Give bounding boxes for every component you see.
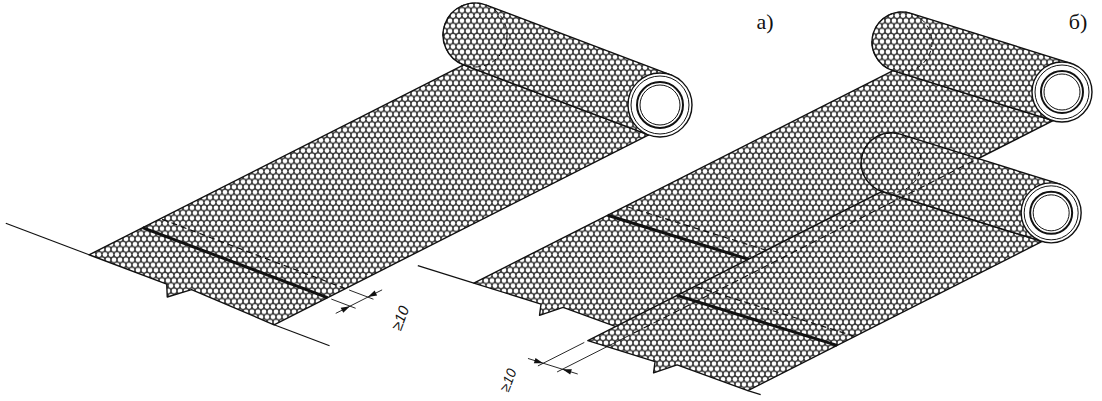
roll-hidden-end: [872, 12, 932, 72]
dimension-arrowhead: [534, 358, 543, 363]
seam-edge-line: [608, 215, 768, 265]
roll-end-ring: [1032, 62, 1092, 122]
roll-end-ring: [1021, 183, 1081, 243]
extension-line: [538, 342, 584, 366]
dimension-arrowhead: [368, 291, 377, 298]
membrane-strip: [588, 191, 1042, 390]
roll-with-strip: [588, 133, 1081, 391]
dimension-value: ≥10: [497, 367, 518, 394]
roll-hidden-end: [861, 133, 921, 193]
base-edge-line: [418, 266, 474, 284]
base-edge-line: [274, 325, 330, 346]
dimension-line: [528, 358, 578, 374]
roll-end-ring: [631, 76, 689, 134]
base-edge-line: [6, 223, 89, 255]
roll-end-ring: [1033, 195, 1069, 231]
panel-letter: а): [756, 11, 773, 33]
roll-end-ring: [1044, 74, 1080, 110]
dimension-arrowhead: [562, 369, 571, 374]
hidden-seam-line: [695, 286, 855, 336]
roll-end-ring: [637, 82, 683, 128]
panel-letter: б): [1069, 11, 1088, 33]
roll-end-ring: [1024, 186, 1078, 240]
roll-end-ring: [1035, 65, 1089, 119]
dimension-line: [336, 290, 382, 314]
extension-line: [557, 335, 630, 372]
illustration-group: [6, 3, 1092, 395]
dimension-value: ≥10: [389, 304, 412, 333]
roll-end-ring: [628, 73, 692, 137]
roll-hidden-end: [443, 3, 507, 67]
extension-line: [331, 299, 355, 308]
roll-end-ring: [1041, 71, 1083, 113]
seam-edge-line: [143, 228, 328, 298]
hidden-overlap-edge: [634, 159, 977, 333]
roll-end-ring: [640, 85, 680, 125]
base-edge-line: [748, 391, 761, 395]
hidden-seam-line: [160, 219, 345, 289]
seam-edge-line: [677, 295, 837, 345]
hidden-seam-line: [625, 206, 785, 256]
roll-end-ring: [1030, 192, 1072, 234]
extension-line: [349, 290, 373, 299]
dimension-arrowhead: [341, 306, 350, 313]
